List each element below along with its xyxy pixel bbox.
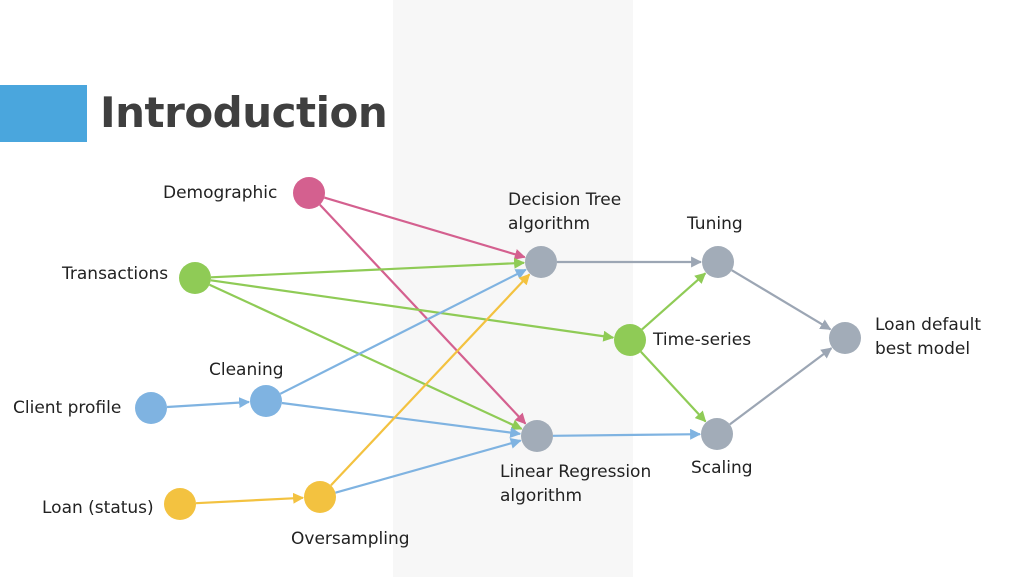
edge-scaling-to-best: [729, 347, 833, 426]
label-best-model-text: Loan default best model: [875, 315, 981, 359]
label-oversampling: Oversampling: [291, 529, 410, 549]
node-transactions: [179, 262, 211, 294]
node-tuning: [702, 246, 734, 278]
node-cleaning: [250, 385, 282, 417]
label-client-profile: Client profile: [13, 398, 122, 418]
edge-transactions-to-timeseries: [210, 279, 615, 342]
label-transactions: Transactions: [62, 264, 169, 284]
edge-transactions-to-linreg: [209, 283, 523, 430]
label-cleaning: Cleaning: [209, 360, 284, 380]
slide-title: Introduction: [100, 88, 388, 137]
background-band: [393, 0, 633, 577]
edge-loan-to-oversampling: [195, 492, 305, 505]
edge-cleaning-to-linreg: [281, 401, 522, 438]
label-decision-tree-line1: Decision Tree algorithm: [508, 190, 622, 234]
edge-cleaning-to-dtree: [279, 268, 527, 395]
label-linear-regression: Linear Regression algorithm: [500, 460, 651, 508]
node-demographic: [293, 177, 325, 209]
label-time-series: Time-series: [653, 330, 752, 350]
node-best: [829, 322, 861, 354]
nodes-layer: [135, 177, 861, 520]
edge-transactions-to-dtree: [210, 257, 526, 279]
edge-timeseries-to-tuning: [641, 272, 707, 331]
node-scaling: [701, 418, 733, 450]
label-scaling: Scaling: [691, 458, 753, 478]
edge-oversampling-to-dtree: [330, 273, 531, 487]
edge-timeseries-to-scaling: [640, 350, 707, 423]
node-timeseries: [614, 324, 646, 356]
edge-oversampling-to-linreg: [335, 437, 522, 494]
edge-linreg-to-scaling: [552, 428, 702, 440]
node-linreg: [521, 420, 553, 452]
node-loan: [164, 488, 196, 520]
edges-layer: [166, 196, 833, 505]
title-accent-bar: [0, 85, 87, 142]
edge-tuning-to-best: [731, 269, 832, 331]
label-best-model: Loan default best model: [875, 313, 981, 361]
node-dtree: [525, 246, 557, 278]
node-oversampling: [304, 481, 336, 513]
label-loan-status: Loan (status): [42, 498, 154, 518]
label-decision-tree: Decision Tree algorithm: [508, 188, 621, 236]
node-client: [135, 392, 167, 424]
label-tuning: Tuning: [687, 214, 743, 234]
edge-demographic-to-linreg: [319, 203, 527, 425]
edge-demographic-to-dtree: [323, 196, 526, 260]
label-demographic: Demographic: [163, 183, 278, 203]
edge-client-to-cleaning: [166, 397, 251, 409]
label-linear-regression-text: Linear Regression algorithm: [500, 462, 652, 506]
